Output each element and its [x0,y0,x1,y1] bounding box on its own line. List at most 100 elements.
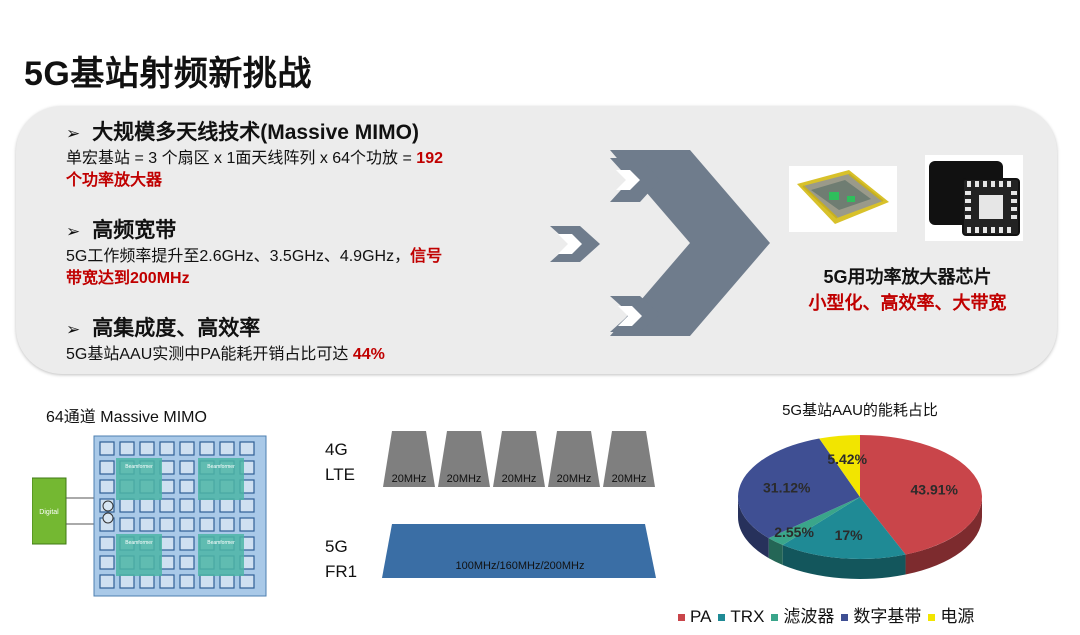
point-heading: 高集成度、高效率 [92,317,261,340]
point-highlight-line2: 带宽达到200MHz [66,270,190,287]
arrow-bullet-icon: ➢ [66,222,81,241]
antenna-element [179,479,195,494]
antenna-element [139,574,155,589]
legend-item: 电源 [928,607,974,626]
antenna-element [119,498,135,513]
pie-slice-side [738,497,769,559]
nr-label: FR1 [325,562,357,581]
point-massive-mimo: ➢大规模多天线技术(Massive MIMO) 单宏基站 = 3 个扇区 x 1… [66,120,546,192]
legend-item: TRX [718,607,764,626]
antenna-element [159,498,175,513]
antenna-element [139,517,155,532]
energy-pie-chart: 43.91%17%2.55%31.12%5.42% [738,435,982,579]
antenna-element [179,460,195,475]
pa-die-image [789,166,897,232]
antenna-element [159,555,175,570]
pie-slice-side [768,538,783,565]
antenna-element [219,574,235,589]
antenna-element [179,536,195,551]
antenna-element [159,574,175,589]
antenna-element [239,441,255,456]
chip-subtitle: 小型化、高效率、大带宽 [808,293,1007,313]
antenna-element [99,555,115,570]
legend-item: 数字基带 [841,607,921,626]
beamformer-block [116,458,162,500]
antenna-element [99,574,115,589]
legend-swatch [771,614,779,622]
antenna-element [139,498,155,513]
point-highlight: 44% [352,346,385,363]
antenna-element [99,441,115,456]
pie-title: 5G基站AAU的能耗占比 [782,402,938,419]
antenna-element [159,441,175,456]
pie-slice [782,497,906,559]
antenna-element [179,498,195,513]
pa-package-image [925,155,1023,241]
pie-data-label: 2.55% [774,524,814,540]
beamformer-label: Beamformer [125,464,153,470]
lte-channel-label: 20MHz [557,473,592,485]
antenna-element [239,574,255,589]
antenna-element [139,441,155,456]
point-heading: 高频宽带 [92,219,177,242]
challenge-panel: ➢大规模多天线技术(Massive MIMO) 单宏基站 = 3 个扇区 x 1… [16,106,1057,374]
page-title: 5G基站射频新挑战 [24,55,312,93]
lte-channel-label: 20MHz [612,473,647,485]
chip-title: 5G用功率放大器芯片 [823,267,992,287]
legend-label: TRX [730,607,765,626]
pie-slice-side [782,544,906,579]
antenna-element [219,517,235,532]
legend-label: PA [690,607,712,626]
legend-label: 数字基带 [853,607,922,626]
digital-label: Digital [39,509,59,516]
pie-slice [860,435,982,555]
pie-slice [768,497,860,545]
antenna-element [179,517,195,532]
lte-channel-band [548,431,600,487]
legend-swatch [678,614,685,622]
lte-channel-label: 20MHz [392,473,427,485]
antenna-element [239,517,255,532]
antenna-element [239,498,255,513]
lte-channel-band [603,431,655,487]
antenna-element [179,574,195,589]
merge-arrow-icon [550,150,770,336]
antenna-element [119,574,135,589]
pie-slice-side [905,497,982,575]
lte-label: LTE [325,465,355,484]
lte-channel-band [438,431,490,487]
antenna-element [119,517,135,532]
pie-slice [738,438,860,539]
antenna-element [179,441,195,456]
antenna-element [199,498,215,513]
antenna-element [159,460,175,475]
beamformer-block [198,458,244,500]
antenna-element [159,517,175,532]
nr-label: 5G [325,537,348,556]
beamformer-label: Beamformer [207,464,235,470]
legend-item: PA [678,607,711,626]
point-highlight: 192 [416,150,443,167]
nr-channel-label: 100MHz/160MHz/200MHz [456,560,585,572]
mimo-title: 64通道 Massive MIMO [46,409,207,426]
lte-label: 4G [325,440,348,459]
point-text: 单宏基站 = 3 个扇区 x 1面天线阵列 x 64个功放 = [66,150,417,167]
antenna-element [99,460,115,475]
pie-data-label: 17% [835,527,864,543]
lte-channel-label: 20MHz [502,473,537,485]
lte-channel-band [383,431,435,487]
antenna-element [159,536,175,551]
legend-label: 电源 [940,607,975,626]
antenna-element [199,574,215,589]
nr-channel-band [382,524,656,578]
point-integration: ➢高集成度、高效率 5G基站AAU实测中PA能耗开销占比可达 44% [66,316,546,366]
beamformer-block [198,534,244,576]
pie-data-label: 5.42% [827,451,867,467]
legend-swatch [841,614,849,622]
beamformer-label: Beamformer [207,540,235,546]
pie-data-label: 31.12% [763,479,811,495]
